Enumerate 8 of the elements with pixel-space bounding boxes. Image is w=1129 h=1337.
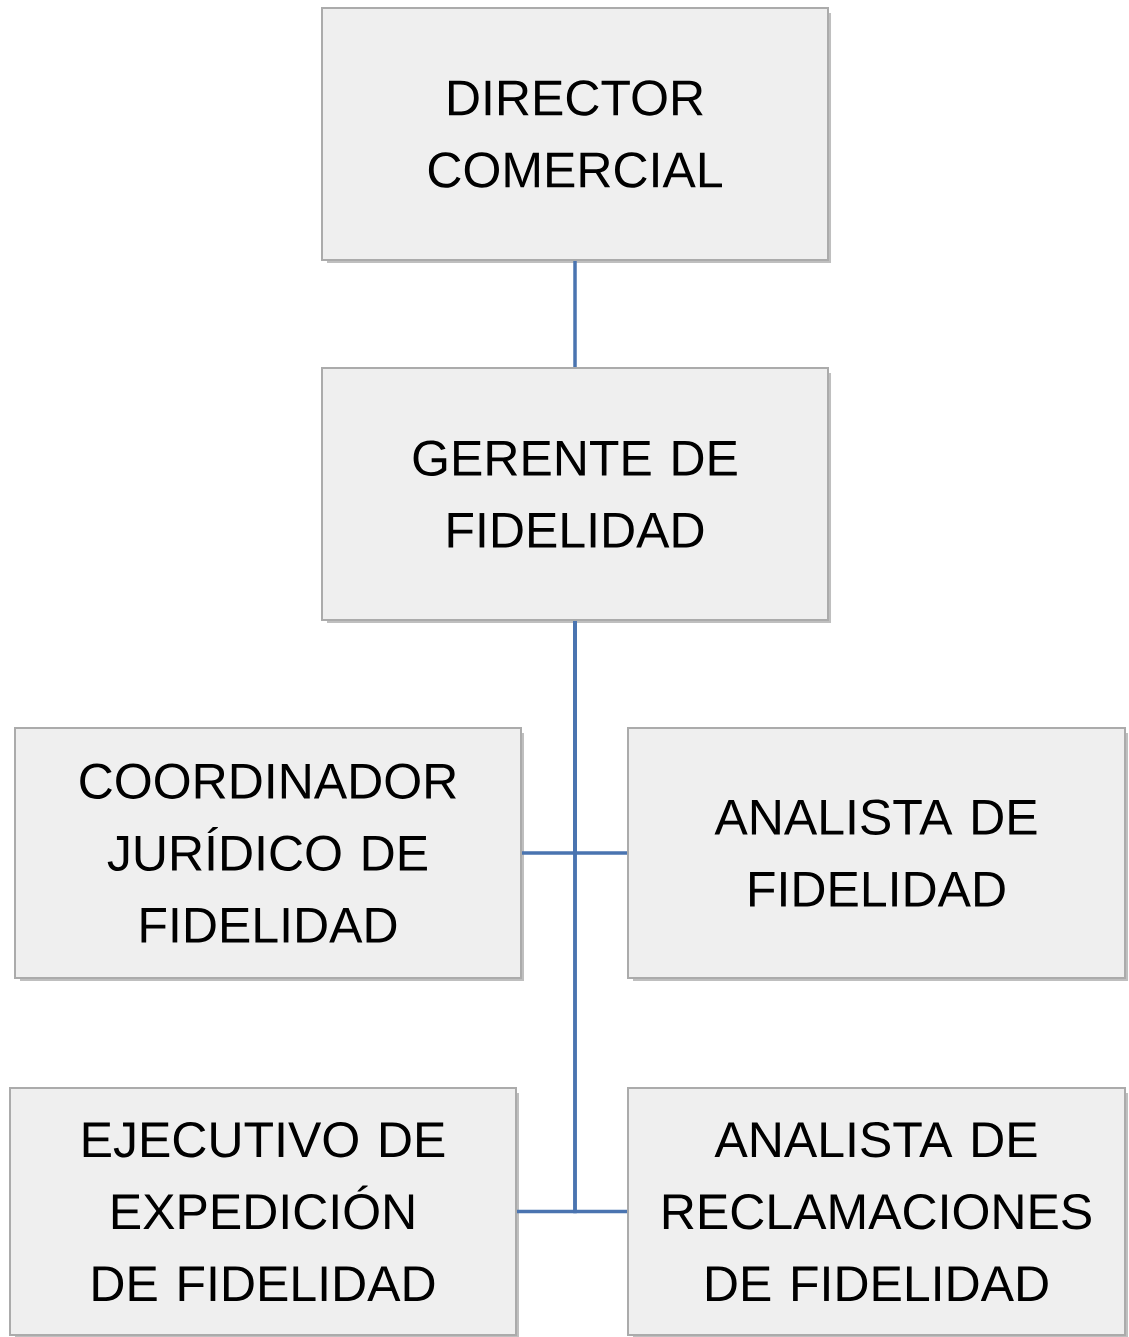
connector-line <box>573 621 627 1214</box>
position-box: ANALISTA DE FIDELIDAD <box>627 727 1126 979</box>
position-box: EJECUTIVO DE EXPEDICIÓN DE FIDELIDAD <box>9 1087 517 1336</box>
position-box: COORDINADOR JURÍDICO DE FIDELIDAD <box>14 727 522 979</box>
position-box: GERENTE DE FIDELIDAD <box>321 367 829 621</box>
position-box: DIRECTOR COMERCIAL <box>321 7 829 261</box>
connector-line <box>573 261 577 367</box>
position-box: ANALISTA DE RECLAMACIONES DE FIDELIDAD <box>627 1087 1126 1336</box>
